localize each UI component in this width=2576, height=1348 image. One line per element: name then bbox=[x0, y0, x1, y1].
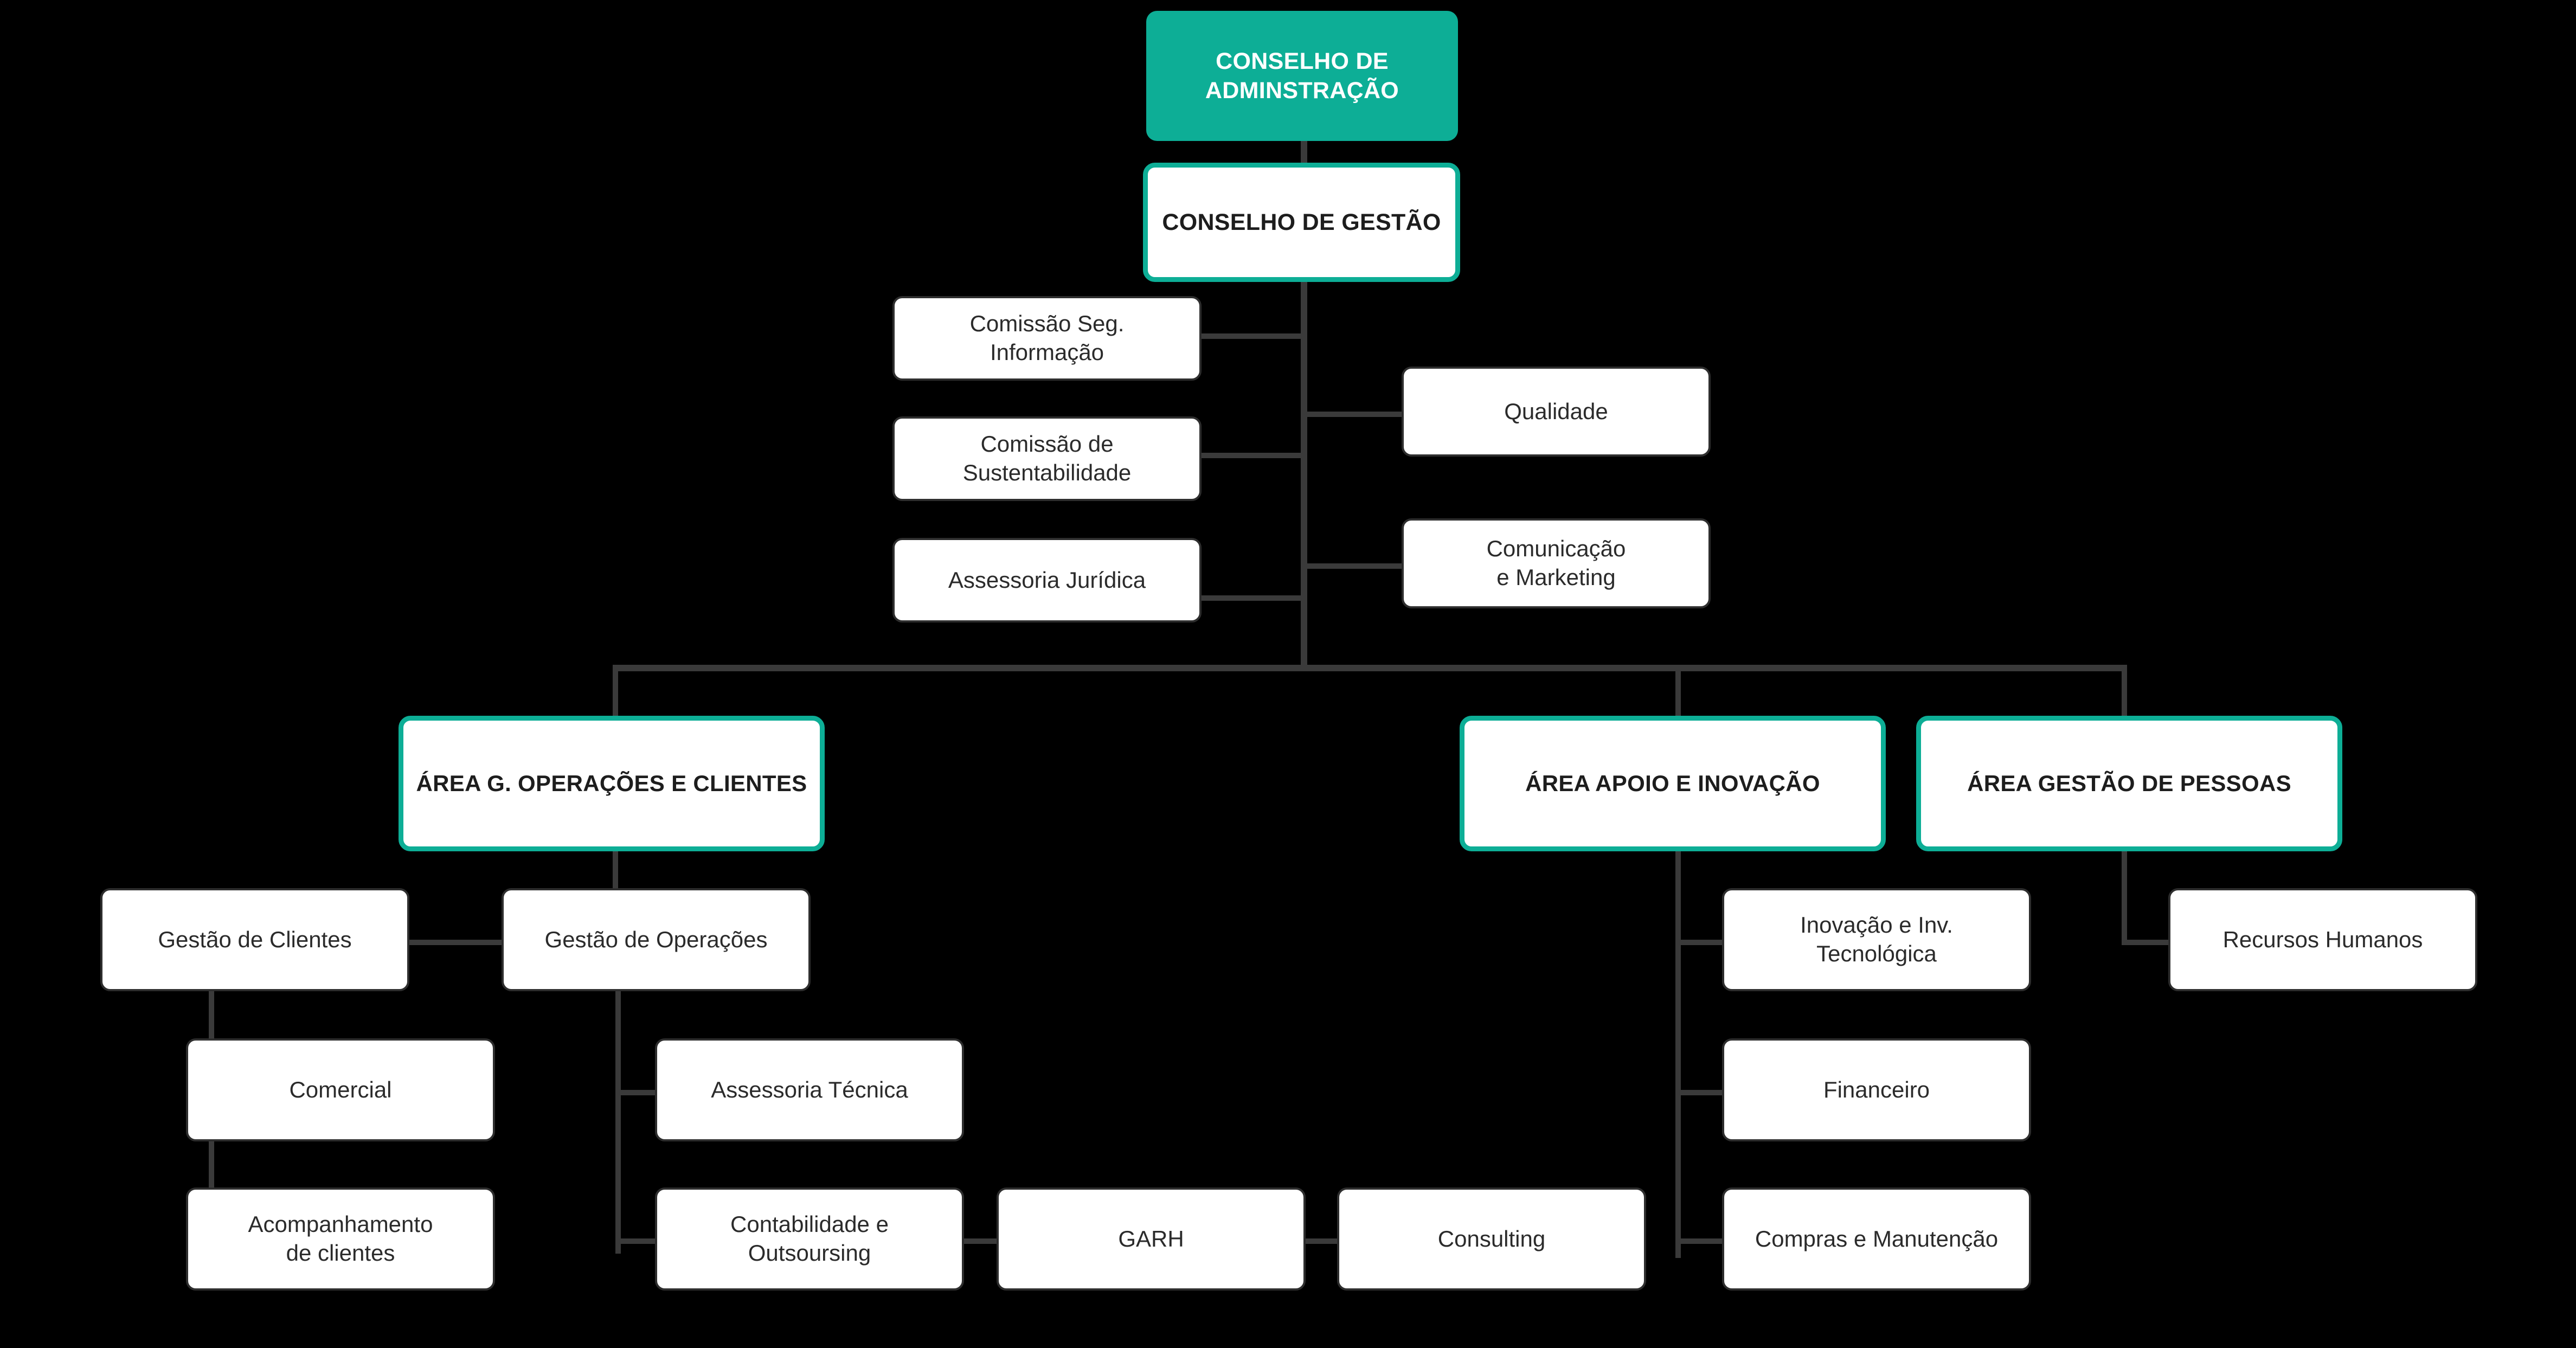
node-label: Comissão de Sustentabilidade bbox=[962, 431, 1132, 485]
node-inovacao-inv-tecnologica[interactable]: Inovação e Inv. Tecnológica bbox=[1722, 888, 2031, 991]
connector-stub-financeiro bbox=[1675, 1090, 1724, 1095]
node-label: ÁREA GESTÃO DE PESSOAS bbox=[1967, 770, 2291, 796]
connector-drop-area-operacoes bbox=[613, 665, 618, 719]
node-acompanhamento-clientes[interactable]: Acompanhamento de clientes bbox=[186, 1187, 495, 1291]
node-area-operacoes-clientes[interactable]: ÁREA G. OPERAÇÕES E CLIENTES bbox=[399, 716, 825, 851]
connector-stub-assessoria-juridica bbox=[1200, 595, 1307, 601]
node-contabilidade-outsoursing[interactable]: Contabilidade e Outsoursing bbox=[655, 1187, 964, 1291]
connector-pessoas-rail bbox=[2122, 849, 2127, 943]
node-label: Acompanhamento de clientes bbox=[248, 1211, 433, 1266]
node-garh[interactable]: GARH bbox=[997, 1187, 1306, 1291]
node-financeiro[interactable]: Financeiro bbox=[1722, 1038, 2031, 1141]
node-recursos-humanos[interactable]: Recursos Humanos bbox=[2168, 888, 2477, 991]
connector-operacoes-rail bbox=[615, 983, 621, 1254]
connector-drop-area-apoio bbox=[1675, 665, 1681, 719]
node-label: ÁREA APOIO E INOVAÇÃO bbox=[1525, 770, 1820, 796]
connector-contabilidade-garh bbox=[961, 1238, 999, 1244]
connector-stub-comunicacao bbox=[1301, 563, 1404, 569]
node-label: Financeiro bbox=[1823, 1076, 1930, 1102]
connector-stub-recursos-humanos bbox=[2122, 940, 2170, 945]
connector-garh-consulting bbox=[1301, 1238, 1339, 1244]
node-assessoria-tecnica[interactable]: Assessoria Técnica bbox=[655, 1038, 964, 1141]
node-label: GARH bbox=[1118, 1225, 1184, 1251]
connector-stub-inovacao bbox=[1675, 940, 1724, 945]
node-label: Comunicação e Marketing bbox=[1486, 536, 1626, 590]
node-label: CONSELHO DE GESTÃO bbox=[1162, 209, 1441, 235]
node-comissao-sustentabilidade[interactable]: Comissão de Sustentabilidade bbox=[892, 416, 1202, 501]
connector-area-bus bbox=[613, 665, 2127, 671]
node-consulting[interactable]: Consulting bbox=[1337, 1187, 1646, 1291]
node-comissao-seg-informacao[interactable]: Comissão Seg. Informação bbox=[892, 296, 1202, 381]
node-compras-manutencao[interactable]: Compras e Manutenção bbox=[1722, 1187, 2031, 1291]
node-label: Contabilidade e Outsoursing bbox=[730, 1211, 889, 1266]
node-gestao-clientes[interactable]: Gestão de Clientes bbox=[100, 888, 409, 991]
connector-stub-compras bbox=[1675, 1238, 1724, 1244]
node-assessoria-juridica[interactable]: Assessoria Jurídica bbox=[892, 538, 1202, 622]
node-label: Comissão Seg. Informação bbox=[969, 311, 1125, 365]
node-qualidade[interactable]: Qualidade bbox=[1402, 367, 1711, 457]
node-label: CONSELHO DE ADMINSTRAÇÃO bbox=[1205, 48, 1399, 104]
node-label: Assessoria Jurídica bbox=[948, 567, 1146, 593]
connector-drop-area-pessoas bbox=[2122, 665, 2127, 719]
connector-stub-assessoria-tecnica bbox=[615, 1090, 683, 1095]
node-label: Compras e Manutenção bbox=[1755, 1225, 1999, 1251]
node-label: Recursos Humanos bbox=[2222, 926, 2423, 952]
node-gestao-operacoes[interactable]: Gestão de Operações bbox=[502, 888, 811, 991]
connector-admin-to-gestao bbox=[1301, 138, 1307, 165]
connector-stub-seg-informacao bbox=[1200, 333, 1307, 339]
connector-stub-sustentabilidade bbox=[1200, 453, 1307, 458]
connector-area-operacoes-down bbox=[613, 849, 618, 892]
node-label: Qualidade bbox=[1504, 398, 1608, 424]
node-label: ÁREA G. OPERAÇÕES E CLIENTES bbox=[416, 770, 807, 796]
node-label: Comercial bbox=[289, 1076, 392, 1102]
node-label: Gestão de Clientes bbox=[158, 926, 352, 952]
node-comercial[interactable]: Comercial bbox=[186, 1038, 495, 1141]
node-conselho-administracao[interactable]: CONSELHO DE ADMINSTRAÇÃO bbox=[1146, 11, 1458, 141]
connector-apoio-rail bbox=[1675, 849, 1681, 1258]
node-label: Gestão de Operações bbox=[544, 926, 768, 952]
node-comunicacao-marketing[interactable]: Comunicação e Marketing bbox=[1402, 518, 1711, 608]
connector-stub-contabilidade bbox=[615, 1238, 683, 1244]
node-area-apoio-inovacao[interactable]: ÁREA APOIO E INOVAÇÃO bbox=[1460, 716, 1886, 851]
node-label: Inovação e Inv. Tecnológica bbox=[1800, 912, 1953, 966]
node-label: Assessoria Técnica bbox=[711, 1076, 908, 1102]
connector-gestao-spine bbox=[1301, 282, 1307, 668]
node-conselho-gestao[interactable]: CONSELHO DE GESTÃO bbox=[1143, 163, 1460, 282]
connector-stub-qualidade bbox=[1301, 412, 1404, 417]
node-area-gestao-pessoas[interactable]: ÁREA GESTÃO DE PESSOAS bbox=[1916, 716, 2342, 851]
node-label: Consulting bbox=[1437, 1225, 1546, 1251]
